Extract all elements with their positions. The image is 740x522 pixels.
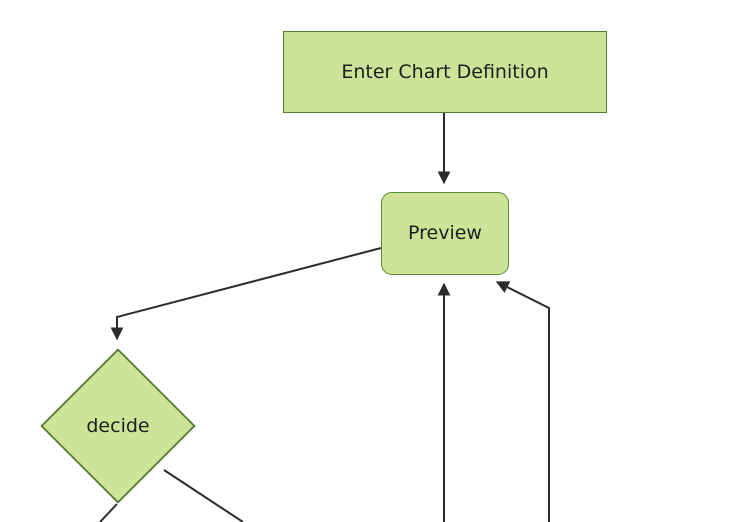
node-preview-label: Preview xyxy=(408,222,482,245)
edge-preview-decide xyxy=(110,247,382,341)
node-enter-chart-definition[interactable]: Enter Chart Definition xyxy=(283,31,607,113)
edge-decide-down-left xyxy=(99,503,118,522)
edge-bottom-right-preview xyxy=(495,281,550,522)
node-enter-chart-definition-label: Enter Chart Definition xyxy=(341,60,549,83)
edge-decide-down-right xyxy=(163,469,244,522)
node-preview[interactable]: Preview xyxy=(381,192,509,275)
